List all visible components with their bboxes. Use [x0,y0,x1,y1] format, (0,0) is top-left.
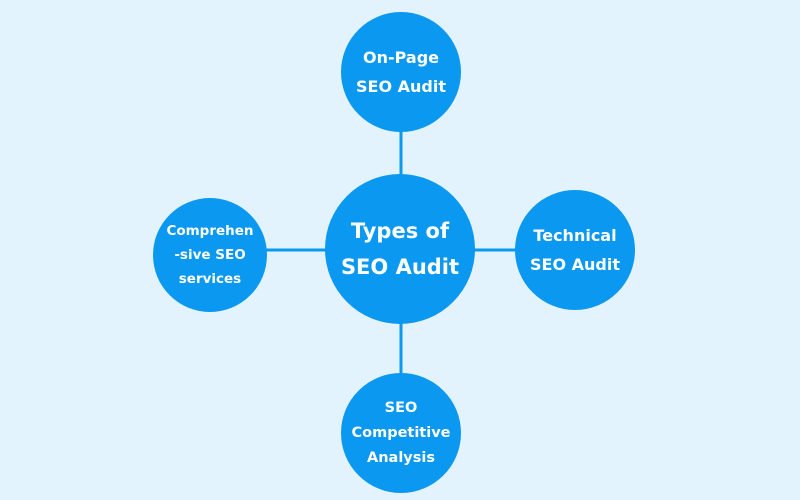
node-text-line: SEO Audit [340,255,460,279]
node-text-line: services [178,271,242,287]
node-technical-seo-audit: Technical SEO Audit [515,190,635,310]
node-text-line: On-Page [362,48,440,67]
node-text-line: Technical [533,226,617,245]
node-text-line: -sive SEO [174,247,246,263]
node-text-line: Competitive [351,424,451,441]
node-text-line: SEO Audit [356,77,446,96]
node-text-line: Types of [350,219,450,243]
node-text-line: SEO Audit [530,255,620,274]
node-on-page-seo-audit: On-Page SEO Audit [341,12,461,132]
node-seo-competitive-analysis: SEO Competitive Analysis [341,373,461,493]
node-text-line: Analysis [367,449,435,466]
node-text-line: SEO [384,399,418,416]
center-node-types-of-seo-audit: Types of SEO Audit [325,174,475,324]
node-comprehensive-seo-services: Comprehen -sive SEO services [153,198,267,312]
node-text-line: Comprehen [166,223,254,239]
